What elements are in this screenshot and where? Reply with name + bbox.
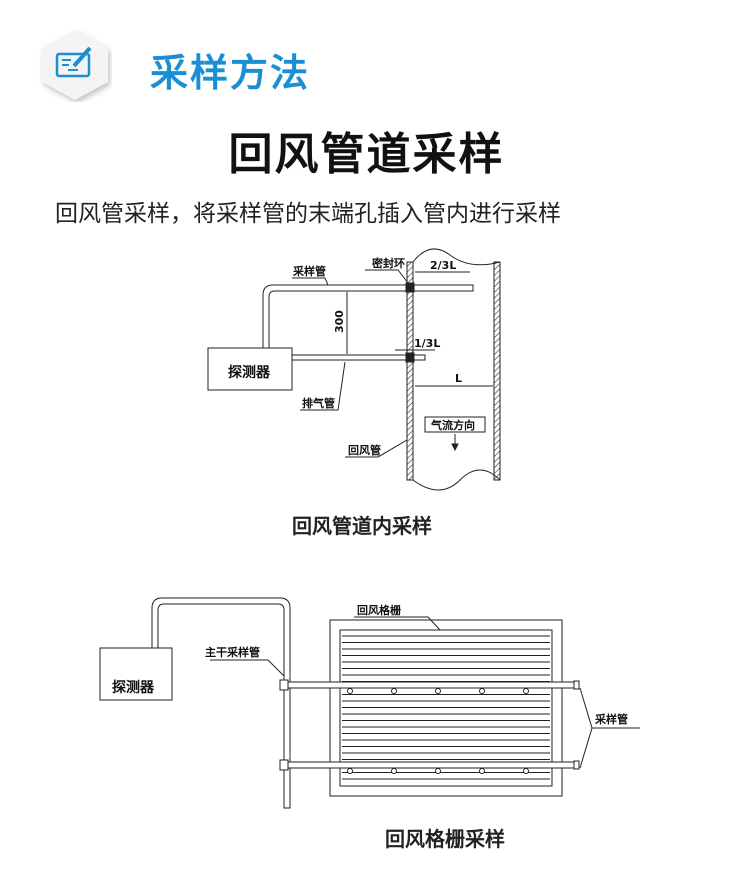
sample-hole	[435, 688, 441, 694]
sample-hole	[435, 768, 441, 774]
sample-hole	[347, 768, 353, 774]
grille-sampling-diagram	[99, 597, 640, 809]
label-distance: 300	[333, 310, 346, 333]
sample-hole	[391, 688, 397, 694]
sample-hole	[523, 768, 529, 774]
sample-hole	[523, 688, 529, 694]
caption-grille-sampling: 回风格栅采样	[385, 827, 505, 851]
label-sample-pipe-2: 采样管	[594, 712, 628, 726]
label-seal-ring: 密封环	[372, 256, 405, 270]
sample-hole	[479, 768, 485, 774]
label-two-thirds-l: 2/3L	[430, 259, 456, 272]
sample-hole	[479, 688, 485, 694]
duct-sampling-diagram	[207, 248, 501, 491]
label-detector: 探测器	[228, 364, 271, 381]
edit-document-icon	[38, 28, 112, 102]
label-sample-pipe: 采样管	[292, 264, 326, 278]
label-exhaust-pipe: 排气管	[302, 396, 335, 410]
section-title: 采样方法	[150, 51, 311, 95]
page-title: 回风管道采样	[228, 129, 505, 180]
sample-hole	[347, 688, 353, 694]
label-detector-2: 探测器	[112, 679, 155, 696]
label-one-third-l: 1/3L	[414, 337, 440, 350]
caption-duct-sampling: 回风管道内采样	[292, 514, 432, 538]
label-grille: 回风格栅	[357, 603, 401, 617]
label-length: L	[455, 372, 462, 385]
sample-hole	[391, 768, 397, 774]
label-return-duct: 回风管	[348, 443, 381, 457]
label-main-pipe: 主干采样管	[205, 645, 260, 659]
label-airflow: 气流方向	[430, 418, 475, 432]
description: 回风管采样，将采样管的末端孔插入管内进行采样	[55, 201, 561, 227]
